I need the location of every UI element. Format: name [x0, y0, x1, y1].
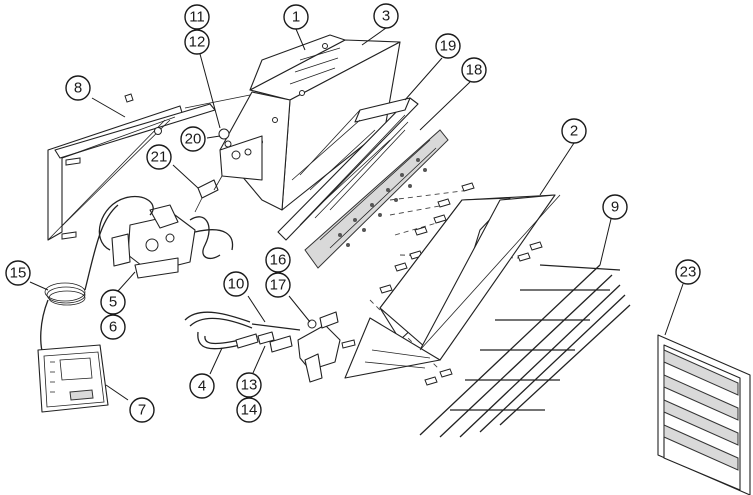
callout-19-label: 19 [440, 38, 457, 55]
callout-19: 19 [436, 34, 460, 58]
callout-11-label: 11 [189, 9, 205, 26]
callout-15-label: 15 [10, 265, 27, 282]
callout-20-label: 20 [185, 131, 202, 148]
gas-valve-part [99, 196, 232, 278]
callout-23: 23 [676, 260, 700, 284]
callout-14: 14 [237, 398, 261, 422]
callout-2: 2 [562, 119, 586, 143]
callout-21: 21 [147, 145, 171, 169]
mounting-bracket-part [48, 94, 250, 240]
callout-7-label: 7 [138, 402, 146, 419]
callout-7: 7 [130, 398, 154, 422]
callout-21-label: 21 [151, 149, 168, 166]
callout-12-label: 12 [189, 34, 206, 51]
thermostat-part [38, 345, 108, 412]
callout-5: 5 [101, 290, 125, 314]
callout-4-label: 4 [198, 378, 206, 395]
callout-12: 12 [185, 30, 209, 54]
fitting-parts [236, 324, 300, 352]
callout-16-label: 16 [270, 252, 287, 269]
callout-13: 13 [237, 373, 261, 397]
callout-11: 11 [185, 5, 209, 29]
callout-20: 20 [181, 127, 205, 151]
callout-4: 4 [190, 374, 214, 398]
callout-9: 9 [603, 195, 627, 219]
callout-2-label: 2 [570, 123, 578, 140]
callout-5-label: 5 [109, 294, 117, 311]
callout-14-label: 14 [241, 402, 258, 419]
callout-1: 1 [284, 5, 308, 29]
callout-13-label: 13 [241, 377, 258, 394]
callout-18: 18 [462, 58, 486, 82]
callout-1-label: 1 [292, 9, 300, 26]
callout-3-label: 3 [382, 8, 390, 25]
callout-9-label: 9 [611, 199, 619, 216]
callout-10-label: 10 [228, 276, 245, 293]
callout-8: 8 [66, 76, 90, 100]
igniter-bracket-part [298, 312, 355, 382]
pilot-connector-part [195, 176, 222, 212]
burner-housing-part [220, 35, 400, 210]
callout-17: 17 [266, 273, 290, 297]
callout-3: 3 [374, 4, 398, 28]
callout-17-label: 17 [270, 277, 287, 294]
callout-15: 15 [6, 261, 30, 285]
callout-23-label: 23 [680, 264, 697, 281]
callout-10: 10 [224, 272, 248, 296]
callout-8-label: 8 [74, 80, 82, 97]
callout-6: 6 [101, 315, 125, 339]
callout-6-label: 6 [109, 319, 117, 336]
callout-18-label: 18 [466, 62, 483, 79]
louver-panel-part [658, 335, 750, 495]
callout-16: 16 [266, 248, 290, 272]
